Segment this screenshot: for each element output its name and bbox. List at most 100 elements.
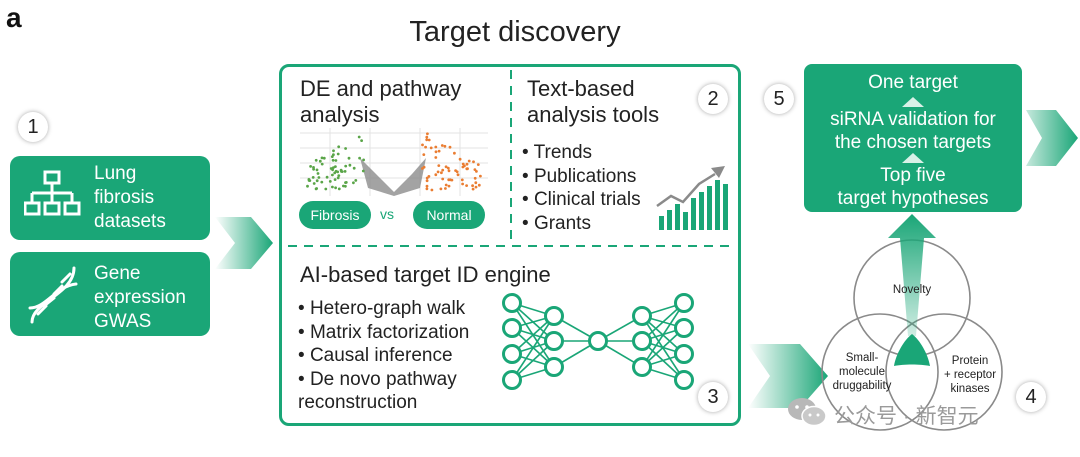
de-section-title: DE and pathway analysis <box>300 76 462 127</box>
normal-pill: Normal <box>413 201 485 229</box>
volcano-dot <box>312 182 316 185</box>
wechat-icon <box>788 398 827 427</box>
nn-node <box>502 370 522 390</box>
arrow-out <box>1026 110 1078 166</box>
volcano-dot <box>425 135 429 139</box>
volcano-dot <box>463 164 466 168</box>
result-one-target: One target <box>868 72 958 93</box>
volcano-dot <box>465 167 469 171</box>
volcano-dot <box>324 187 328 191</box>
volcano-dot <box>472 160 475 164</box>
hierarchy-icon <box>24 170 81 216</box>
section-dividers <box>288 70 734 247</box>
volcano-dot <box>441 177 445 181</box>
volcano-dot <box>332 149 335 153</box>
nn-node <box>544 331 564 351</box>
result-top-five: Top five target hypotheses <box>837 165 989 209</box>
volcano-dot <box>315 168 319 172</box>
volcano-dot <box>339 168 343 172</box>
dataset-label: Lung fibrosis datasets <box>94 163 166 232</box>
dataset-label: Gene expression GWAS <box>94 263 186 332</box>
volcano-dot <box>331 158 335 162</box>
volcano-dot <box>331 173 334 177</box>
ai-section-title: AI-based target ID engine <box>300 262 551 287</box>
volcano-dot <box>425 179 429 183</box>
volcano-dot <box>474 181 478 185</box>
watermark-text: 公众号 · 新智元 <box>834 405 979 428</box>
volcano-dot <box>444 183 448 187</box>
dataset-lung-fibrosis: Lung fibrosis datasets <box>10 156 210 240</box>
volcano-dot <box>437 149 441 153</box>
volcano-dot <box>447 184 451 188</box>
volcano-dot <box>348 163 352 167</box>
volcano-dot <box>477 183 481 187</box>
volcano-dot <box>337 187 341 191</box>
panel-letter: a <box>6 2 22 33</box>
volcano-dot <box>440 144 444 147</box>
arrow-up-to-results <box>888 214 936 336</box>
vs-label: vs <box>380 206 394 222</box>
nn-node <box>544 306 564 326</box>
nn-node <box>674 318 694 338</box>
volcano-dot <box>361 169 365 173</box>
dataset-gene-expression: Gene expression GWAS <box>10 252 210 336</box>
nn-node <box>632 331 652 351</box>
step-4-badge: 4 <box>1016 382 1046 412</box>
nn-node <box>502 318 522 338</box>
volcano-dot <box>329 167 333 170</box>
volcano-dot <box>471 184 474 188</box>
volcano-dot <box>465 184 468 187</box>
volcano-dot <box>444 165 448 169</box>
volcano-dot <box>453 151 456 155</box>
volcano-plot <box>300 128 488 196</box>
nn-node <box>632 357 652 377</box>
volcano-dot <box>424 145 427 149</box>
analysis-box <box>279 64 741 426</box>
volcano-dot <box>352 181 355 185</box>
up-arrow-icon <box>902 97 924 107</box>
volcano-dot <box>311 176 315 179</box>
volcano-dot <box>425 187 429 191</box>
volcano-dot <box>347 156 351 160</box>
volcano-dot <box>331 185 334 189</box>
volcano-dot <box>448 145 452 149</box>
volcano-dot <box>352 166 356 170</box>
volcano-dot <box>337 174 341 177</box>
volcano-dot <box>344 164 348 168</box>
volcano-dot <box>334 159 338 162</box>
venn-label-druggability: Small- molecule druggability <box>832 352 892 392</box>
arrow-to-analysis <box>215 217 273 269</box>
nn-node <box>674 344 694 364</box>
volcano-dot <box>440 171 443 175</box>
volcano-dot <box>447 169 451 173</box>
list-item: • Causal inference <box>298 345 453 366</box>
volcano-dot <box>314 187 318 191</box>
volcano-dot <box>320 180 324 184</box>
results-box: One target siRNA validation for the chos… <box>804 64 1022 212</box>
volcano-dot <box>455 170 459 174</box>
volcano-dot <box>471 187 475 191</box>
nn-node <box>632 306 652 326</box>
volcano-dot <box>473 176 477 180</box>
venn-diagram <box>821 239 1003 431</box>
volcano-dot <box>425 184 429 188</box>
volcano-dot <box>320 156 324 160</box>
neural-network-icon <box>502 293 694 390</box>
nn-edge <box>511 315 555 381</box>
venn-label-kinases: Protein + receptor kinases <box>943 355 997 395</box>
volcano-dot <box>358 156 361 160</box>
volcano-dot <box>461 182 464 186</box>
volcano-dot <box>437 164 441 167</box>
volcano-dot <box>315 179 319 183</box>
volcano-dot <box>434 145 438 149</box>
volcano-dot <box>421 143 424 147</box>
arrow-to-venn <box>748 344 828 408</box>
nn-node <box>544 357 564 377</box>
volcano-dot <box>430 188 434 192</box>
text-tools-list: • Trends • Publications • Clinical trial… <box>522 141 641 235</box>
trend-bar-chart-icon <box>656 166 728 230</box>
volcano-dot <box>318 159 322 163</box>
nn-node <box>674 293 694 313</box>
volcano-dot <box>460 178 464 182</box>
fibrosis-pill: Fibrosis <box>299 201 371 229</box>
